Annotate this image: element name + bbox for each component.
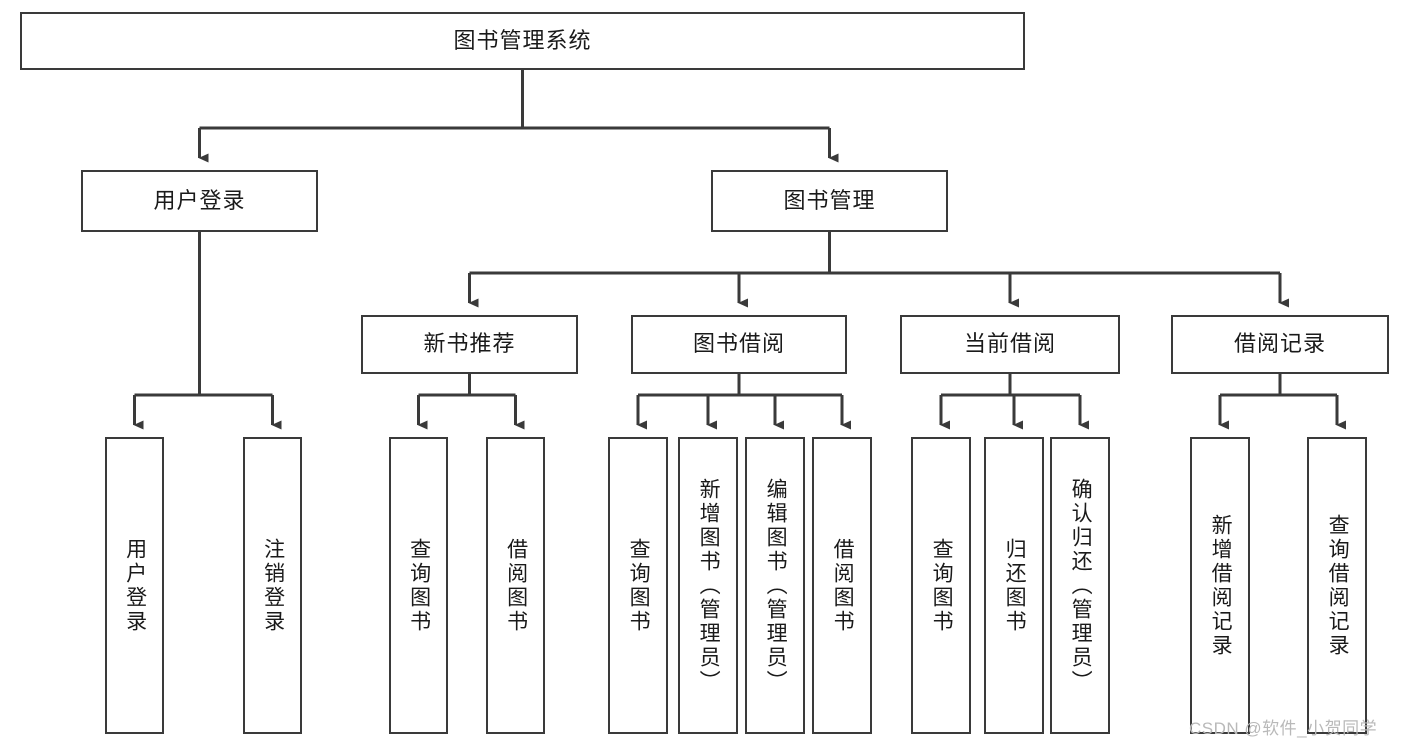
node-leaf_11[interactable]: 新增借阅记录	[1190, 437, 1250, 734]
node-label: 新书推荐	[423, 331, 516, 357]
node-label: 图书借阅	[692, 331, 785, 357]
node-label: 注销登录	[261, 537, 285, 634]
node-label: 查询图书	[627, 537, 651, 634]
node-label: 当前借阅	[963, 331, 1056, 357]
node-l2_1[interactable]: 图书借阅	[631, 315, 847, 374]
node-leaf_10[interactable]: 确认归还（管理员）	[1050, 437, 1110, 734]
node-l1_0[interactable]: 用户登录	[81, 170, 318, 232]
node-l2_0[interactable]: 新书推荐	[361, 315, 578, 374]
node-label: 用户登录	[123, 537, 147, 634]
node-leaf_6[interactable]: 编辑图书（管理员）	[745, 437, 805, 734]
node-label: 借阅图书	[504, 537, 528, 634]
node-leaf_7[interactable]: 借阅图书	[812, 437, 872, 734]
node-label: 图书管理系统	[453, 27, 592, 53]
node-label: 借阅图书	[831, 537, 855, 634]
node-label: 新增借阅记录	[1209, 513, 1233, 658]
node-label: 归还图书	[1003, 537, 1027, 634]
node-label: 编辑图书（管理员）	[764, 477, 788, 694]
node-label: 新增图书（管理员）	[697, 477, 721, 694]
node-leaf_5[interactable]: 新增图书（管理员）	[678, 437, 738, 734]
node-leaf_1[interactable]: 注销登录	[243, 437, 302, 734]
node-label: 查询图书	[930, 537, 954, 634]
node-leaf_12[interactable]: 查询借阅记录	[1307, 437, 1367, 734]
node-label: 图书管理	[783, 187, 876, 213]
node-label: 查询图书	[407, 537, 431, 634]
node-label: 查询借阅记录	[1326, 513, 1350, 658]
node-leaf_3[interactable]: 借阅图书	[486, 437, 545, 734]
node-leaf_9[interactable]: 归还图书	[984, 437, 1044, 734]
node-leaf_0[interactable]: 用户登录	[105, 437, 164, 734]
node-leaf_4[interactable]: 查询图书	[608, 437, 668, 734]
node-label: 用户登录	[153, 187, 246, 213]
node-leaf_8[interactable]: 查询图书	[911, 437, 971, 734]
node-l2_3[interactable]: 借阅记录	[1171, 315, 1389, 374]
node-label: 确认归还（管理员）	[1069, 477, 1093, 694]
node-l1_1[interactable]: 图书管理	[711, 170, 948, 232]
csdn-watermark: CSDN @软件_小贺同学	[1189, 719, 1378, 738]
node-l2_2[interactable]: 当前借阅	[900, 315, 1120, 374]
node-root[interactable]: 图书管理系统	[20, 12, 1025, 70]
node-label: 借阅记录	[1233, 331, 1326, 357]
node-leaf_2[interactable]: 查询图书	[389, 437, 448, 734]
